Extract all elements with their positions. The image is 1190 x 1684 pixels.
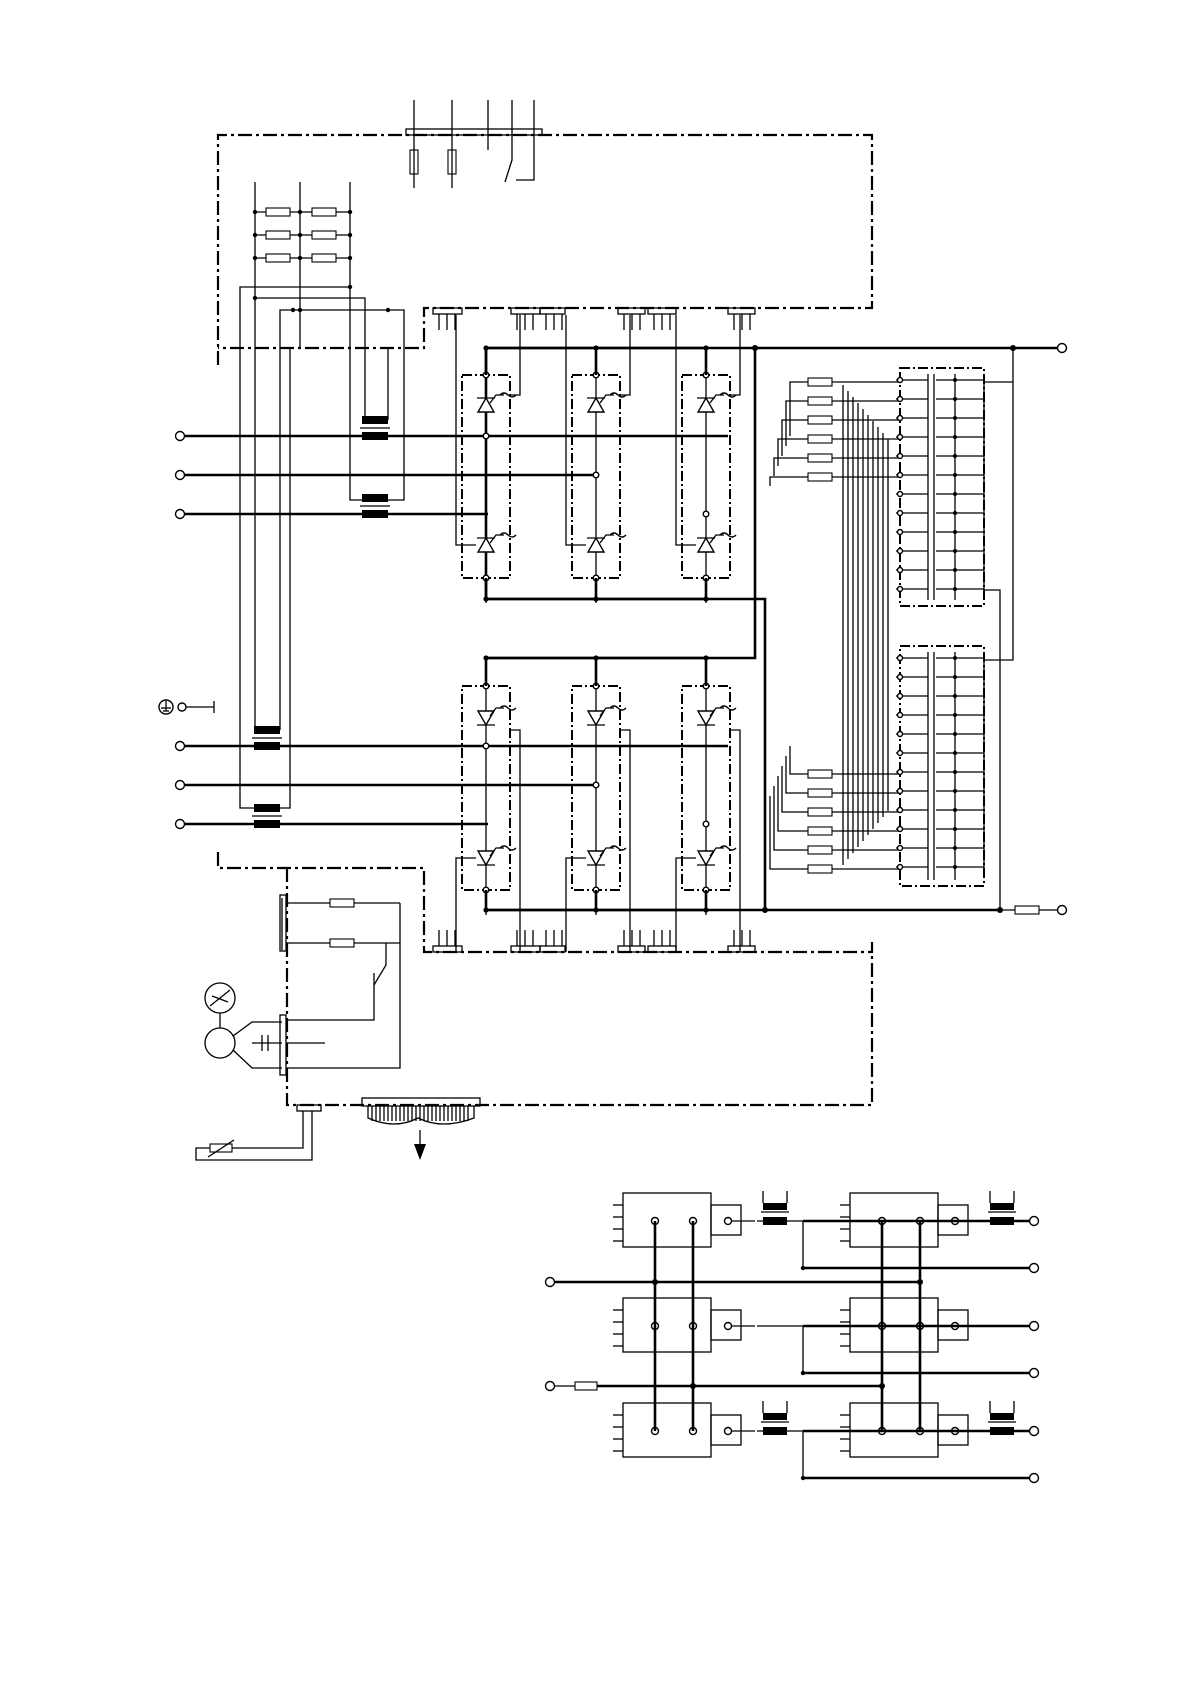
thyristor-module-r1-c2 xyxy=(566,315,630,603)
capacitor-pack-outline xyxy=(900,646,984,886)
capacitor-pack-2 xyxy=(896,646,984,886)
thyristor-module-r2-c3 xyxy=(676,655,740,952)
thyristor-module-r1-c1 xyxy=(456,315,520,603)
snubber-resistor-lower-5 xyxy=(808,846,832,854)
motor-icon xyxy=(205,1028,235,1058)
panel-terminal-left-2[interactable] xyxy=(546,1382,555,1391)
left-terminals-upper xyxy=(176,432,729,519)
panel-terminal-right-2[interactable] xyxy=(1030,1217,1039,1226)
ferrite-core xyxy=(763,1427,787,1435)
power-section-enclosure xyxy=(218,852,872,952)
module-panel xyxy=(546,1191,1039,1483)
thyristor-module-r2-c2 xyxy=(566,655,630,952)
panel-block xyxy=(623,1193,711,1247)
terminal-l2-lower[interactable] xyxy=(176,781,185,790)
thyristor-module-r1-c3 xyxy=(676,315,740,603)
snubber-resistor-upper-2 xyxy=(808,397,832,405)
terminal-l3-upper[interactable] xyxy=(176,510,185,519)
terminal-dc-minus[interactable] xyxy=(1058,906,1067,915)
panel-block-r2-c1 xyxy=(613,1298,755,1352)
capacitor-pack-1 xyxy=(896,368,984,606)
snubber-resistor-lower-2 xyxy=(808,789,832,797)
shunt-resistor xyxy=(1015,906,1039,914)
ferrite-core xyxy=(763,1217,787,1225)
panel-block xyxy=(623,1298,711,1352)
panel-block-r3-c1 xyxy=(613,1403,755,1457)
terminal-l2-upper[interactable] xyxy=(176,471,185,480)
snubber-resistor-upper-1 xyxy=(808,378,832,386)
panel-terminal-left-1[interactable] xyxy=(546,1278,555,1287)
fan-control-enclosure xyxy=(280,868,872,1105)
ferrite-cores-main xyxy=(252,416,390,828)
terminal-dc-plus[interactable] xyxy=(1058,344,1067,353)
panel-terminal-right-6[interactable] xyxy=(1030,1427,1039,1436)
panel-terminal-right-3[interactable] xyxy=(1030,1369,1039,1378)
thermistor xyxy=(196,1105,321,1160)
terminal-pe[interactable] xyxy=(178,703,186,711)
snubber-resistor-upper-5 xyxy=(808,454,832,462)
snubber-resistor-upper-3 xyxy=(808,416,832,424)
terminal-l1-lower[interactable] xyxy=(176,742,185,751)
thyristor-module-r2-c1 xyxy=(456,655,520,952)
resistor-ladder xyxy=(240,182,404,348)
snubber-resistor-lower-3 xyxy=(808,808,832,816)
snubber-resistor-lower-6 xyxy=(808,865,832,873)
panel-terminal-right-4[interactable] xyxy=(1030,1322,1039,1331)
snubber-resistor-lower-1 xyxy=(808,770,832,778)
snubber-network xyxy=(770,348,1013,910)
fan-motor xyxy=(205,983,282,1068)
thyristor-modules xyxy=(456,315,740,952)
panel-fuse xyxy=(575,1382,597,1390)
panel-terminal-right-1[interactable] xyxy=(1030,1264,1039,1273)
terminal-l1-upper[interactable] xyxy=(176,432,185,441)
panel-block-r1-c1 xyxy=(613,1193,755,1247)
panel-block xyxy=(623,1403,711,1457)
airflow-arrow-icon xyxy=(414,1144,426,1160)
top-control-enclosure xyxy=(218,135,872,365)
terminal-l3-lower[interactable] xyxy=(176,820,185,829)
snubber-resistor-upper-6 xyxy=(808,473,832,481)
heatsink xyxy=(362,1098,480,1160)
ground-terminal xyxy=(159,700,214,714)
snubber-resistor-upper-4 xyxy=(808,435,832,443)
panel-terminal-right-5[interactable] xyxy=(1030,1474,1039,1483)
snubber-resistor-lower-4 xyxy=(808,827,832,835)
top-supply-terminals xyxy=(406,100,542,188)
